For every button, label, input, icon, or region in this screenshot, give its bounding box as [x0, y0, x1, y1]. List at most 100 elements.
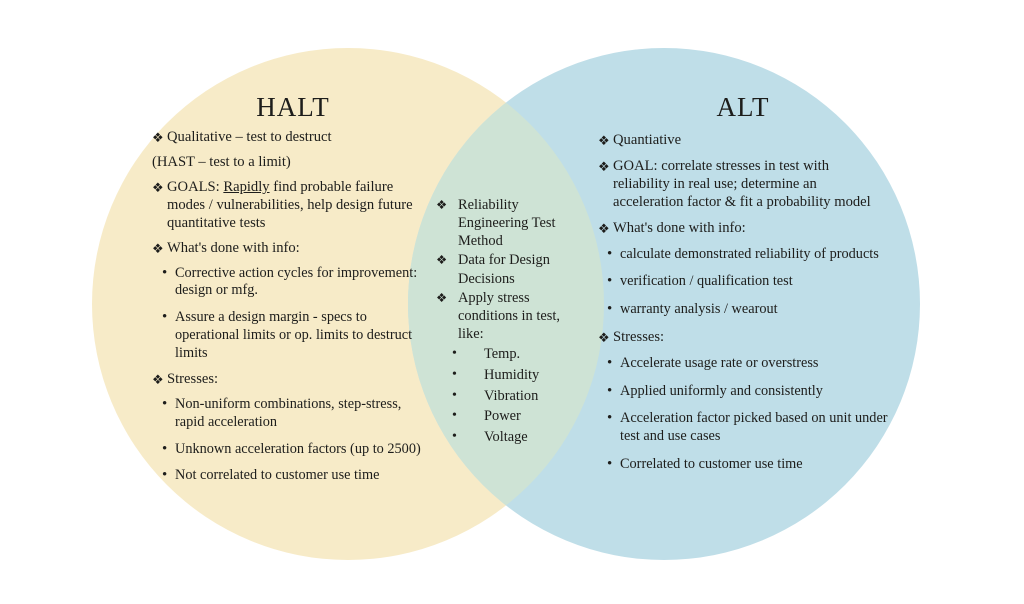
- list-item: ❖ Qualitative – test to destruct: [152, 129, 434, 147]
- list-item: ❖ Data for Design Decisions: [436, 251, 584, 287]
- list-item: • Vibration: [452, 387, 584, 406]
- list-item: ❖ Reliability Engineering Test Method: [436, 196, 584, 250]
- dot-bullet-icon: •: [607, 455, 613, 472]
- list-item: • Accelerate usage rate or overstress: [606, 355, 888, 373]
- halt-sublist-stresses: • Non-uniform combinations, step-stress,…: [152, 396, 434, 485]
- list-item-label: Stresses:: [167, 371, 219, 388]
- diamond-bullet-icon: ❖: [598, 158, 610, 174]
- list-item-label: (HAST – test to a limit): [152, 153, 291, 170]
- diamond-bullet-icon: ❖: [436, 198, 448, 212]
- list-item-label: Corrective action cycles for improvement…: [175, 264, 418, 299]
- overlap-sublist-stress-types: • Temp. • Humidity • Vibration • Power •: [436, 345, 584, 447]
- list-item: • Temp.: [452, 345, 584, 364]
- list-item: • Unknown acceleration factors (up to 25…: [161, 441, 434, 459]
- list-item-label: Qualitative – test to destruct: [167, 129, 332, 146]
- list-item-label: Non-uniform combinations, step-stress, r…: [175, 396, 402, 430]
- list-item: ❖ Stresses:: [152, 371, 434, 389]
- list-item: ❖ What's done with info:: [152, 240, 434, 258]
- dot-bullet-icon: •: [452, 408, 457, 424]
- list-item-label: Not correlated to customer use time: [175, 467, 380, 484]
- list-item: • Not correlated to customer use time: [161, 467, 434, 485]
- list-item: • Humidity: [452, 366, 584, 385]
- dot-bullet-icon: •: [607, 354, 613, 371]
- dot-bullet-icon: •: [452, 429, 457, 444]
- list-item: (HAST – test to a limit): [152, 154, 434, 172]
- list-item-label: verification / qualification test: [620, 273, 793, 290]
- list-item-label: Temp.: [484, 346, 521, 363]
- list-item: ❖ What's done with info:: [598, 220, 888, 238]
- list-item-label: Acceleration factor picked based on unit…: [620, 410, 888, 444]
- list-item-label: Vibration: [484, 387, 539, 404]
- dot-bullet-icon: •: [607, 410, 613, 427]
- list-item-label: What's done with info:: [613, 219, 746, 236]
- list-item: • Corrective action cycles for improveme…: [161, 265, 434, 300]
- list-item: • Non-uniform combinations, step-stress,…: [161, 396, 434, 431]
- diamond-bullet-icon: ❖: [436, 290, 448, 305]
- dot-bullet-icon: •: [607, 382, 613, 399]
- list-item: • Power: [452, 407, 584, 426]
- halt-title: HALT: [256, 92, 330, 122]
- list-item-label: Stresses:: [613, 328, 665, 345]
- halt-list: ❖ Qualitative – test to destruct (HAST –…: [152, 129, 434, 485]
- overlap-region: [408, 48, 604, 560]
- alt-title: ALT: [716, 92, 770, 122]
- dot-bullet-icon: •: [452, 346, 457, 362]
- list-item: • Voltage: [452, 428, 584, 447]
- dot-bullet-icon: •: [607, 245, 613, 262]
- goals-prefix-label: GOALS:: [167, 178, 224, 195]
- dot-bullet-icon: •: [607, 273, 613, 290]
- alt-sublist-stresses: • Accelerate usage rate or overstress • …: [598, 355, 888, 474]
- alt-column: ALT ❖ Quantiative ❖ GOAL: correlate stre…: [598, 92, 888, 483]
- list-item-label: Reliability Engineering Test Method: [458, 197, 556, 250]
- list-item: ❖ Apply stress conditions in test, like:: [436, 289, 584, 343]
- halt-column: HALT ❖ Qualitative – test to destruct (H…: [152, 92, 434, 494]
- list-item: • verification / qualification test: [606, 273, 888, 291]
- list-item: • calculate demonstrated reliability of …: [606, 246, 888, 264]
- dot-bullet-icon: •: [607, 301, 613, 318]
- overlap-list: ❖ Reliability Engineering Test Method ❖ …: [436, 196, 584, 447]
- list-item-label: Quantiative: [613, 132, 682, 149]
- list-item-label: What's done with info:: [167, 239, 300, 256]
- halt-sublist-info: • Corrective action cycles for improveme…: [152, 265, 434, 363]
- alt-list: ❖ Quantiative ❖ GOAL: correlate stresses…: [598, 132, 888, 473]
- goals-body-label: find probable failure modes / vulnerabil…: [167, 178, 413, 231]
- dot-bullet-icon: •: [452, 366, 457, 382]
- list-item: ❖GOALS: Rapidly find probable failure mo…: [152, 179, 434, 233]
- dot-bullet-icon: •: [452, 387, 457, 403]
- diamond-bullet-icon: ❖: [152, 240, 164, 256]
- list-item: ❖ GOAL: correlate stresses in test with …: [598, 158, 888, 212]
- dot-bullet-icon: •: [162, 264, 168, 281]
- dot-bullet-icon: •: [162, 396, 168, 413]
- list-item-label: warranty analysis / wearout: [620, 301, 778, 318]
- diamond-bullet-icon: ❖: [598, 220, 610, 236]
- list-item-label: calculate demonstrated reliability of pr…: [620, 245, 879, 262]
- list-item-label: GOAL: correlate stresses in test with re…: [613, 157, 871, 210]
- list-item-label: Power: [484, 408, 521, 425]
- list-item: ❖ Quantiative: [598, 132, 888, 150]
- list-item: • Acceleration factor picked based on un…: [606, 410, 888, 445]
- overlap-column: ❖ Reliability Engineering Test Method ❖ …: [436, 196, 584, 449]
- list-item: • Correlated to customer use time: [606, 456, 888, 474]
- dot-bullet-icon: •: [162, 467, 168, 484]
- list-item-label: Apply stress conditions in test, like:: [458, 289, 560, 342]
- goals-emphasis-label: Rapidly: [223, 178, 270, 195]
- list-item: ❖ Stresses:: [598, 329, 888, 347]
- list-item-label: Data for Design Decisions: [458, 252, 550, 287]
- dot-bullet-icon: •: [162, 440, 168, 457]
- diamond-bullet-icon: ❖: [598, 329, 610, 345]
- alt-sublist-info: • calculate demonstrated reliability of …: [598, 246, 888, 319]
- list-item-label: Humidity: [484, 366, 540, 383]
- diamond-bullet-icon: ❖: [152, 179, 164, 195]
- dot-bullet-icon: •: [162, 309, 168, 326]
- list-item-label: Correlated to customer use time: [620, 455, 803, 472]
- list-item: • Assure a design margin - specs to oper…: [161, 309, 434, 362]
- diamond-bullet-icon: ❖: [598, 133, 610, 149]
- list-item-label: Applied uniformly and consistently: [620, 382, 823, 399]
- list-item: • Applied uniformly and consistently: [606, 383, 888, 401]
- diamond-bullet-icon: ❖: [152, 372, 164, 388]
- diamond-bullet-icon: ❖: [152, 130, 164, 146]
- list-item-label: Assure a design margin - specs to operat…: [175, 309, 413, 361]
- list-item-label: Accelerate usage rate or overstress: [620, 354, 819, 371]
